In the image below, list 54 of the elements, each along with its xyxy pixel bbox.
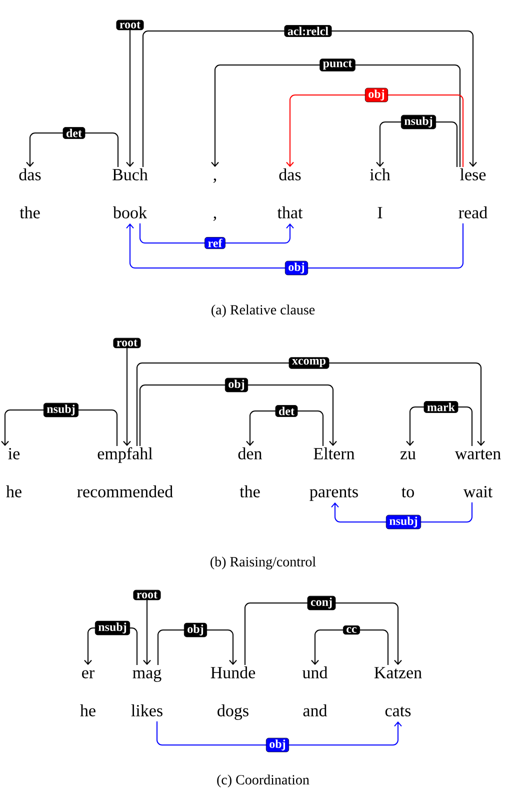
word-pair: das the [19,168,41,218]
edge-label: root [133,590,161,600]
word-pair: ich I [370,168,390,218]
edge-label: mark [424,401,458,413]
edge-label: conj [307,596,336,610]
arrow [142,30,477,168]
arrow [244,602,402,666]
word-pair: ie he [6,448,22,498]
word-pair: das that [277,168,303,218]
word-pair: zu to [400,451,416,498]
edge-label: ref [204,237,226,249]
word-pair: er he [80,670,96,716]
arrow [140,384,337,446]
edge-label: obj [284,260,308,276]
edge-label: punct [320,58,356,72]
edge-label: obj [184,622,208,638]
word-pair: warten wait [454,450,501,498]
arrow [26,132,118,168]
edge-label: root [113,338,141,348]
edge-label: nsubj [43,402,79,418]
edge-label: acl:relcl [284,25,332,37]
arrow [140,222,294,244]
word-pair: Hunde dogs [210,666,256,720]
arrow [156,720,402,746]
arrow [126,222,464,268]
edge-label: obj [266,738,290,752]
caption: (c) Coordination [217,774,310,788]
word-pair: und and [302,666,328,716]
edge-label: nsubj [386,514,422,530]
word-pair: , , [214,178,216,221]
arrow [286,94,464,168]
word-pair: empfahl recommended [77,447,173,498]
edge-label: nsubj [94,620,130,636]
arrow [311,630,388,666]
edge-label: obj [364,88,388,102]
edge-label: cc [342,625,360,635]
edge-label: xcomp [288,357,330,369]
word-pair: Katzen cats [374,667,422,716]
edge-label: det [275,405,298,417]
word-pair: den the [238,447,262,498]
arrow [246,410,324,446]
caption: (a) Relative clause [212,304,315,318]
edge-label: root [116,20,144,30]
word-pair: Buch book [112,168,148,218]
word-pair: mag likes [131,669,162,716]
edge-label: det [62,127,86,139]
word-pair: lese read [458,168,488,218]
arrow [158,630,237,666]
word-pair: Eltern parents [310,447,358,501]
edge-label: nsubj [400,114,436,130]
caption: (b) Raising/control [210,556,316,570]
arrow [136,362,485,446]
edge-label: obj [224,378,248,392]
arrow [211,64,460,168]
